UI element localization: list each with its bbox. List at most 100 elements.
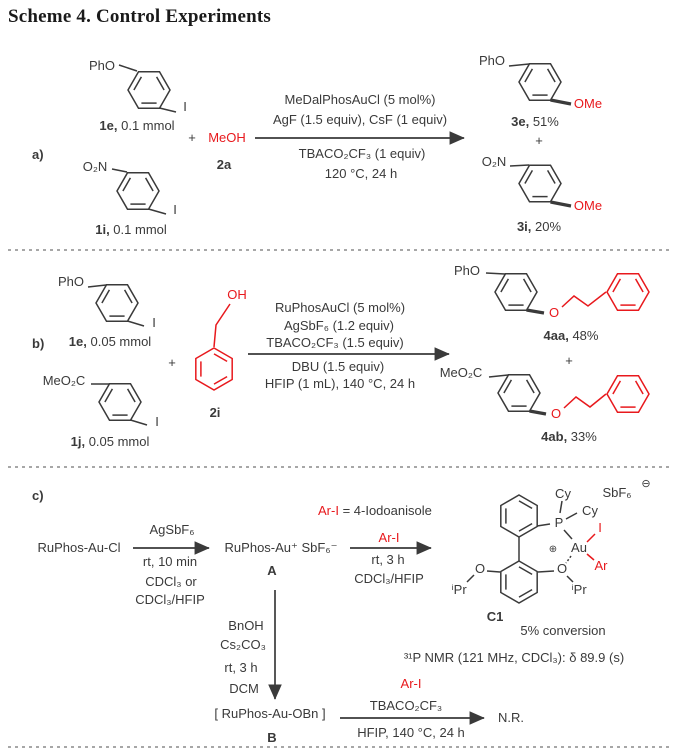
c-arrow4-cond: HFIP, 140 °C, 24 h bbox=[357, 725, 465, 740]
b-1e-amount: 0.05 mmol bbox=[86, 334, 152, 349]
c-arrow3-solvent: DCM bbox=[229, 681, 259, 696]
c1-o-right-label: O bbox=[556, 561, 568, 576]
a-2a-label: 2a bbox=[216, 157, 232, 172]
b-conditions-line1: RuPhosAuCl (5 mol%) bbox=[274, 300, 406, 315]
section-b-label: b) bbox=[32, 336, 45, 351]
b-4aa-yield: 48% bbox=[568, 328, 599, 343]
c-intermediate-b-label: B bbox=[267, 730, 277, 745]
c-arrow2-cond1: rt, 3 h bbox=[371, 552, 405, 567]
a-meoh-label: MeOH bbox=[208, 130, 246, 145]
a-3e-caption: 3e, 51% bbox=[511, 114, 559, 130]
c-arrow4-reagent: TBACO₂CF₃ bbox=[369, 698, 443, 713]
a-3e-ome-label: OMe bbox=[573, 96, 603, 111]
a-1e-caption: 1e, 0.1 mmol bbox=[99, 118, 175, 134]
a-1e-iodine-label: I bbox=[183, 99, 187, 114]
c1-cy-right-label: Cy bbox=[582, 503, 598, 518]
b-plus-sign: + bbox=[168, 355, 176, 370]
b-1j-name: 1j, bbox=[70, 434, 86, 449]
c1-gold-label: Au bbox=[571, 540, 587, 555]
c-arrow3-cond: rt, 3 h bbox=[224, 660, 258, 675]
c1-iodide-label: I bbox=[598, 520, 602, 535]
c1-ipr-right-label: ⁱPr bbox=[571, 582, 587, 597]
a-1e-name: 1e, bbox=[99, 118, 118, 133]
c-arrow3-reagent2: Cs₂CO₃ bbox=[220, 637, 266, 652]
a-1i-iodine-label: I bbox=[173, 202, 177, 217]
a-3i-yield: 20% bbox=[531, 219, 562, 234]
b-2i-label: 2i bbox=[209, 405, 221, 420]
b-1e-pho-label: PhO bbox=[57, 274, 85, 289]
c-arrow1-cond1: rt, 10 min bbox=[142, 554, 198, 569]
c-arrow1-cond2: CDCl₃ or bbox=[145, 574, 197, 589]
section-a-label: a) bbox=[32, 147, 44, 162]
c1-conversion-label: 5% conversion bbox=[520, 623, 606, 638]
b-4ab-o-label: O bbox=[550, 406, 562, 421]
a-3e-name: 3e, bbox=[511, 114, 530, 129]
b-1e-caption: 1e, 0.05 mmol bbox=[68, 334, 152, 350]
a-conditions-line4: 120 °C, 24 h bbox=[324, 166, 398, 181]
section-c-label: c) bbox=[32, 488, 44, 503]
a-1i-name: 1i, bbox=[95, 222, 110, 237]
b-1e-name: 1e, bbox=[68, 334, 87, 349]
c1-o-left-label: O bbox=[474, 561, 486, 576]
c-arrow2-reagent: Ar-I bbox=[378, 530, 400, 545]
a-plus-sign: + bbox=[188, 130, 196, 145]
b-4aa-o-label: O bbox=[548, 305, 560, 320]
b-4aa-name: 4aa, bbox=[543, 328, 569, 343]
b-1j-caption: 1j, 0.05 mmol bbox=[70, 434, 150, 450]
a-conditions-line1: MeDalPhosAuCl (5 mol%) bbox=[284, 92, 436, 107]
c1-ipr-left-label: ⁱPr bbox=[451, 582, 467, 597]
c-intermediate-b: [ RuPhos-Au-OBn ] bbox=[214, 706, 326, 721]
c-nmr-data: ³¹P NMR (121 MHz, CDCl₃): δ 89.9 (s) bbox=[403, 650, 625, 665]
c1-ar-label: Ar bbox=[594, 558, 608, 573]
c-arrow3-reagent1: BnOH bbox=[228, 618, 264, 633]
b-4ab-caption: 4ab, 33% bbox=[541, 429, 597, 445]
c-arrow2-cond2: CDCl₃/HFIP bbox=[354, 571, 424, 586]
b-4aa-caption: 4aa, 48% bbox=[543, 328, 599, 344]
c1-name-label: C1 bbox=[486, 609, 504, 624]
c-ar-legend-definition: = 4-Iodoanisole bbox=[338, 503, 432, 518]
a-1e-pho-label: PhO bbox=[88, 58, 116, 73]
reaction-arrows bbox=[133, 131, 485, 725]
a-1i-no2-label: O₂N bbox=[82, 159, 108, 174]
c-ar-legend-arI: Ar-I bbox=[318, 503, 339, 518]
c-start-complex: RuPhos-Au-Cl bbox=[37, 540, 121, 555]
a-3i-name: 3i, bbox=[516, 219, 532, 234]
c1-counterion-label: SbF₆ bbox=[602, 485, 632, 500]
a-product-plus-sign: + bbox=[535, 133, 543, 148]
b-conditions-line3: TBACO₂CF₃ (1.5 equiv) bbox=[266, 335, 404, 350]
c1-plus-charge-icon: ⊕ bbox=[548, 544, 558, 555]
a-3e-yield: 51% bbox=[529, 114, 559, 129]
c1-phosphorus-label: P bbox=[554, 515, 564, 530]
b-4ab-ester-label: MeO₂C bbox=[439, 365, 483, 380]
a-3i-ome-label: OMe bbox=[573, 198, 603, 213]
a-3i-caption: 3i, 20% bbox=[516, 219, 562, 235]
a-3e-pho-label: PhO bbox=[478, 53, 506, 68]
a-3i-no2-label: O₂N bbox=[481, 154, 507, 169]
a-conditions-line3: TBACO₂CF₃ (1 equiv) bbox=[298, 146, 426, 161]
a-1i-amount: 0.1 mmol bbox=[109, 222, 167, 237]
c-arrow4-reagent-red: Ar-I bbox=[400, 676, 422, 691]
b-4ab-name: 4ab, bbox=[541, 429, 568, 444]
b-1j-iodine-label: I bbox=[155, 414, 159, 429]
a-1i-caption: 1i, 0.1 mmol bbox=[95, 222, 167, 238]
b-product-plus-sign: + bbox=[565, 353, 573, 368]
c-arrow1-reagent: AgSbF₆ bbox=[149, 522, 195, 537]
b-conditions-line4: DBU (1.5 equiv) bbox=[291, 359, 385, 374]
b-conditions-line2: AgSbF₆ (1.2 equiv) bbox=[283, 318, 395, 333]
b-conditions-line5: HFIP (1 mL), 140 °C, 24 h bbox=[264, 376, 416, 391]
c-ar-legend: Ar-I = 4-Iodoanisole bbox=[318, 503, 432, 519]
c-arrow1-cond3: CDCl₃/HFIP bbox=[135, 592, 205, 607]
b-2i-oh-label: OH bbox=[227, 287, 247, 302]
c-intermediate-a: RuPhos-Au⁺ SbF₆⁻ bbox=[224, 540, 338, 555]
b-1j-ester-label: MeO₂C bbox=[42, 373, 86, 388]
b-1e-iodine-label: I bbox=[152, 315, 156, 330]
scheme-title: Scheme 4. Control Experiments bbox=[8, 6, 271, 27]
b-4aa-pho-label: PhO bbox=[453, 263, 481, 278]
c-result-label: N.R. bbox=[498, 710, 524, 725]
b-1j-amount: 0.05 mmol bbox=[85, 434, 150, 449]
b-4ab-yield: 33% bbox=[567, 429, 597, 444]
c-intermediate-a-label: A bbox=[267, 563, 277, 578]
c1-cy-top-label: Cy bbox=[555, 486, 571, 501]
a-1e-amount: 0.1 mmol bbox=[117, 118, 175, 133]
